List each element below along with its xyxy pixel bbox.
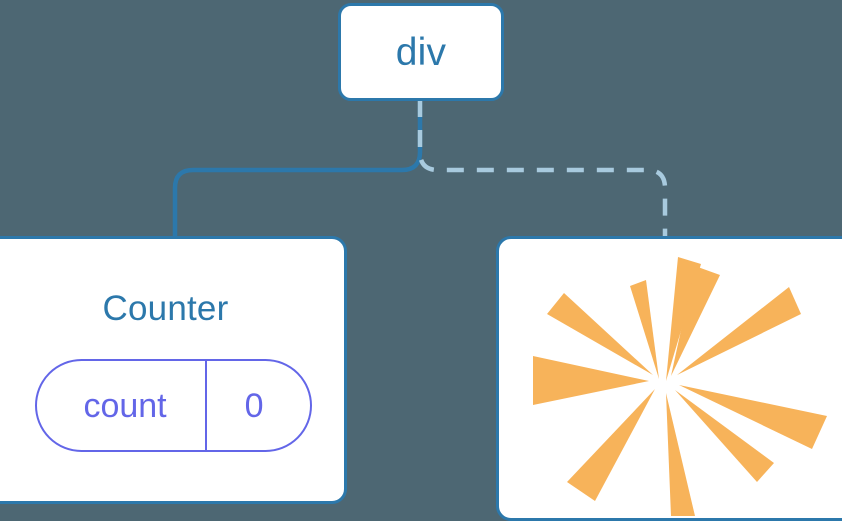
- diagram-canvas: div Counter count 0: [0, 3, 842, 521]
- node-counter[interactable]: Counter count 0: [0, 236, 347, 504]
- node-div[interactable]: div: [338, 3, 504, 101]
- edge-div-to-counter: [172, 100, 423, 240]
- state-pill-value: 0: [244, 386, 264, 425]
- edge-div-to-sparkle: [417, 100, 668, 240]
- node-div-label: div: [395, 30, 447, 74]
- node-sparkle[interactable]: [496, 236, 842, 521]
- state-pill-count[interactable]: count 0: [35, 359, 312, 452]
- state-pill-divider: [204, 361, 207, 450]
- node-counter-label: Counter: [102, 289, 229, 328]
- state-pill-key: count: [83, 386, 167, 425]
- sparkle-burst-icon: [533, 257, 827, 516]
